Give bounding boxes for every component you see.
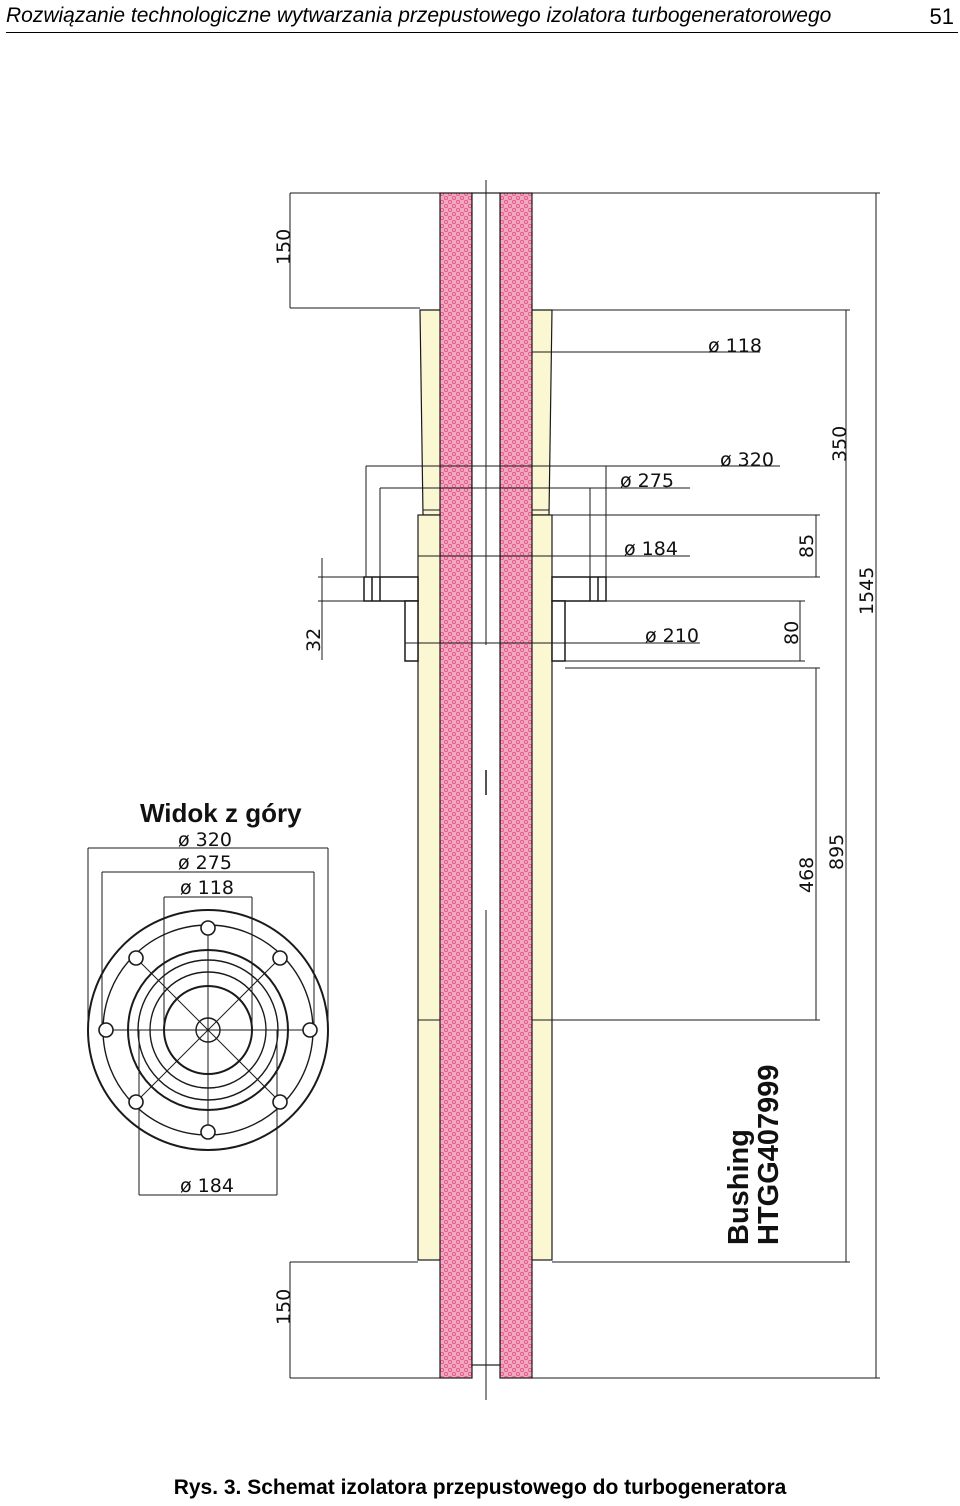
dim-895: 895 bbox=[826, 834, 848, 870]
top-dim-320: ø 320 bbox=[178, 829, 232, 851]
dim-32: 32 bbox=[303, 628, 325, 652]
dim-184: ø 184 bbox=[624, 538, 678, 560]
dim-1545: 1545 bbox=[856, 567, 878, 615]
bushing-technical-drawing: ø 118 ø 320 ø 275 ø 184 ø 210 150 150 35… bbox=[87, 180, 880, 1400]
top-view-title: Widok z góry bbox=[140, 798, 302, 828]
dim-275: ø 275 bbox=[620, 470, 674, 492]
figure-caption: Rys. 3. Schemat izolatora przepustowego … bbox=[173, 1476, 787, 1499]
dim-150-top: 150 bbox=[273, 229, 295, 265]
product-label-line1: Bushing bbox=[723, 1129, 755, 1245]
dim-150-bottom: 150 bbox=[273, 1289, 295, 1325]
top-view: Widok z góry ø 320 ø 275 ø 118 ø 184 bbox=[87, 798, 329, 1197]
page-number: 51 bbox=[929, 4, 954, 29]
conductor-tube bbox=[439, 180, 533, 1400]
top-dim-275: ø 275 bbox=[178, 852, 232, 874]
dim-320: ø 320 bbox=[720, 449, 774, 471]
dim-118: ø 118 bbox=[708, 335, 762, 357]
dim-80: 80 bbox=[781, 621, 803, 645]
product-label-line2: HTGG407999 bbox=[753, 1064, 785, 1245]
dim-210: ø 210 bbox=[645, 625, 699, 647]
running-header: Rozwiązanie technologiczne wytwarzania p… bbox=[6, 4, 958, 33]
flange bbox=[363, 576, 607, 662]
dim-85: 85 bbox=[796, 534, 818, 558]
running-title: Rozwiązanie technologiczne wytwarzania p… bbox=[6, 4, 832, 27]
bolt-holes bbox=[98, 920, 318, 1140]
top-dim-184: ø 184 bbox=[180, 1175, 234, 1197]
dim-350: 350 bbox=[829, 426, 851, 462]
dimension-lines bbox=[289, 192, 880, 1379]
top-dim-118: ø 118 bbox=[180, 877, 234, 899]
dim-468: 468 bbox=[796, 857, 818, 893]
